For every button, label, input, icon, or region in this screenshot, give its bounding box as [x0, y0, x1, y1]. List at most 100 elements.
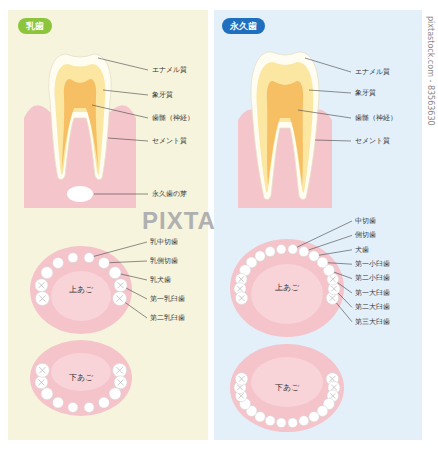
molar-mark [330, 277, 335, 282]
leader-line [103, 90, 148, 95]
tooth [276, 418, 286, 428]
enamel [251, 52, 319, 200]
leader-lines [92, 58, 351, 194]
leader-line [94, 242, 147, 256]
jaw-shape: 下あご [28, 338, 134, 418]
leader-line [94, 194, 148, 195]
part-label: 犬歯 [355, 246, 369, 254]
tooth [109, 388, 121, 400]
watermark-id: pixtastock.com - 83563630 [425, 16, 435, 126]
tooth [309, 251, 319, 261]
enamel [49, 54, 111, 180]
leader-line [92, 105, 148, 118]
tooth [113, 292, 127, 306]
jaw-name: 下あご [69, 373, 93, 383]
jaw-gum [30, 246, 132, 334]
permanent-tooth-bud [67, 186, 93, 202]
molar-mark [239, 277, 244, 282]
tooth [299, 247, 309, 257]
molar-mark [331, 385, 336, 390]
pulp [62, 79, 98, 170]
tooth [35, 363, 49, 377]
tooth [288, 244, 298, 254]
adult-panel [214, 10, 422, 440]
tooth [113, 363, 127, 377]
tooth [53, 397, 64, 408]
jaw-shape: 下あご [228, 342, 346, 434]
part-label: 乳側切歯 [150, 257, 178, 265]
molar-mark [118, 379, 124, 385]
part-label: 中切歯 [355, 217, 376, 225]
molar-mark [237, 286, 242, 291]
part-label: 歯髄（神経） [355, 114, 397, 122]
part-label: 側切歯 [355, 231, 376, 239]
leader-line [309, 90, 351, 93]
tooth [235, 373, 248, 386]
palate [51, 271, 111, 321]
tooth [265, 247, 275, 257]
tooth [35, 279, 48, 292]
leader-line [305, 58, 351, 72]
dentin [55, 64, 106, 175]
dentin [257, 62, 314, 193]
palate [251, 357, 323, 407]
jaw-shape: 上あご [28, 244, 134, 336]
part-label: セメント質 [152, 137, 187, 145]
tooth [41, 267, 53, 279]
tooth [68, 253, 78, 263]
molar-mark [38, 379, 44, 385]
leader-line [309, 235, 352, 250]
tooth [35, 292, 49, 306]
tooth [68, 402, 78, 412]
part-label: 歯髄（神経） [152, 114, 194, 122]
tooth [288, 418, 298, 428]
header-text: 乳歯 [26, 21, 44, 32]
molar-mark [331, 286, 336, 291]
gum [24, 105, 136, 208]
molar-mark [239, 376, 245, 382]
leader-line [98, 58, 148, 70]
leader-line [125, 303, 147, 318]
tooth [299, 416, 309, 426]
tooth [98, 397, 109, 408]
part-label: 第一大臼歯 [355, 289, 390, 297]
header-pill: 乳歯 [18, 18, 52, 34]
leader-line [336, 303, 352, 322]
jaw-gum [230, 239, 344, 337]
part-label: 第二大臼歯 [355, 303, 390, 311]
tooth [109, 267, 121, 279]
leader-line [121, 274, 147, 280]
molar-mark [330, 393, 335, 398]
molar-mark [39, 367, 45, 373]
palate [251, 264, 323, 324]
tooth [235, 292, 248, 305]
part-label: 第二乳臼歯 [150, 314, 185, 322]
jaw-shape: 上あご [228, 236, 346, 340]
watermark: PIXTA [142, 207, 216, 236]
tooth [98, 257, 109, 268]
part-label: 象牙質 [152, 91, 173, 99]
part-label: 象牙質 [355, 89, 376, 97]
tooth [114, 279, 127, 292]
leader-line [109, 261, 147, 263]
jaw-gum [30, 340, 132, 416]
part-label: 第三大臼歯 [355, 318, 390, 326]
tooth [265, 416, 275, 426]
molar-mark [239, 393, 244, 398]
tooth [41, 388, 53, 400]
part-label: 乳犬歯 [150, 276, 171, 284]
tooth [84, 402, 94, 412]
part-label: 乳中切歯 [150, 238, 178, 246]
molar-mark [239, 295, 245, 301]
header-pill: 永久歯 [222, 18, 265, 34]
pulp [267, 81, 303, 186]
tooth [309, 411, 319, 421]
leader-line [328, 263, 352, 264]
leader-line [126, 288, 147, 299]
leader-line [338, 283, 352, 293]
tooth [53, 257, 64, 268]
molar-mark [116, 295, 122, 301]
